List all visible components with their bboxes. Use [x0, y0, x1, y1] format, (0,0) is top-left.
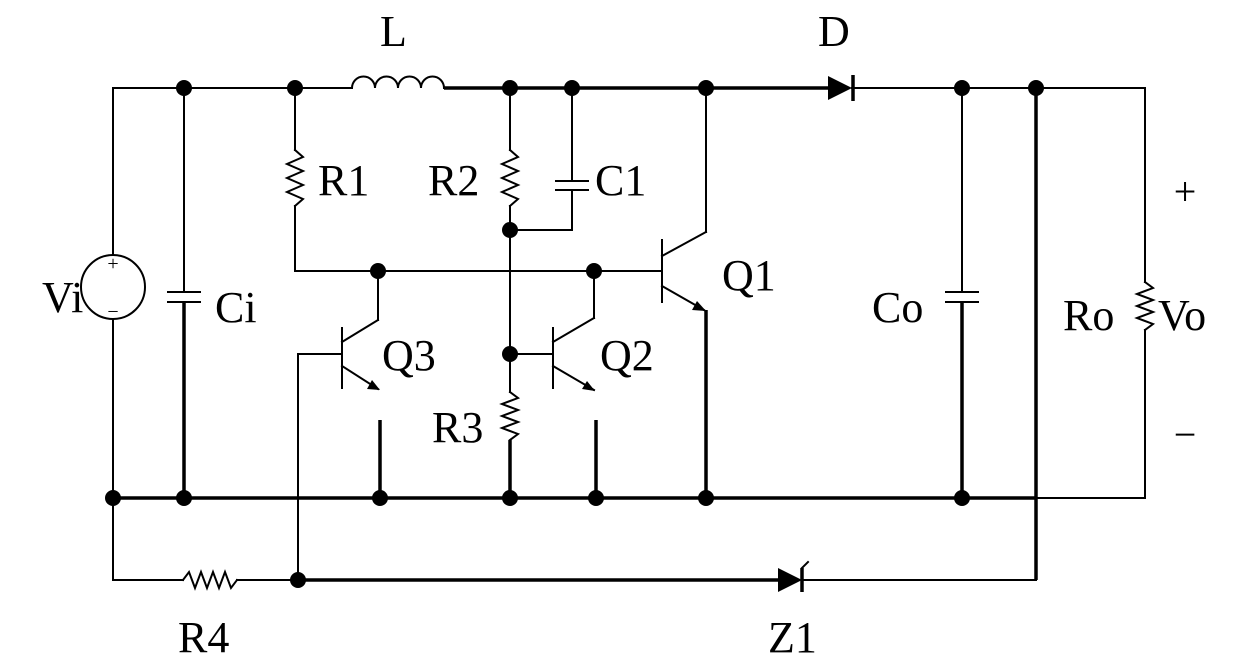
- inductor-l: [352, 77, 444, 89]
- junction-dot: [1028, 80, 1044, 96]
- label-ro: Ro: [1063, 291, 1114, 340]
- input-voltage-source: + −: [81, 88, 145, 580]
- label-r4: R4: [178, 613, 229, 662]
- junction-dot: [176, 80, 192, 96]
- label-vi: Vi: [42, 273, 83, 322]
- junction-dot: [176, 490, 192, 506]
- junction-dot: [954, 490, 970, 506]
- label-vo: Vo: [1158, 291, 1206, 340]
- junction-dot: [502, 490, 518, 506]
- input-capacitor-ci: [168, 88, 200, 498]
- label-c1: C1: [595, 156, 646, 205]
- resistor-r3: [502, 354, 518, 498]
- output-minus-sign: −: [1174, 412, 1197, 457]
- load-resistor-ro: [1137, 88, 1153, 498]
- label-q3: Q3: [382, 331, 436, 380]
- label-q2: Q2: [600, 331, 654, 380]
- output-plus-sign: +: [1174, 169, 1197, 214]
- junction-dot: [588, 490, 604, 506]
- transistor-q1: [662, 88, 706, 498]
- junction-dot: [502, 346, 518, 362]
- junction-dot: [502, 222, 518, 238]
- label-d: D: [818, 7, 850, 56]
- label-ci: Ci: [215, 283, 257, 332]
- zener-z1: [298, 562, 1036, 592]
- transistor-q2: [510, 271, 596, 498]
- source-plus-sign: +: [107, 253, 118, 275]
- junction-dots: [105, 80, 1044, 588]
- output-capacitor-co: [946, 88, 978, 498]
- junction-dot: [698, 80, 714, 96]
- label-r1: R1: [318, 156, 369, 205]
- junction-dot: [105, 490, 121, 506]
- diode-d: [828, 75, 853, 101]
- junction-dot: [502, 80, 518, 96]
- junction-dot: [287, 80, 303, 96]
- label-r2: R2: [428, 156, 479, 205]
- junction-dot: [370, 263, 386, 279]
- label-r3: R3: [432, 403, 483, 452]
- transistor-q3: [298, 271, 380, 580]
- junction-dot: [698, 490, 714, 506]
- junction-dot: [564, 80, 580, 96]
- capacitor-c1: [510, 88, 588, 230]
- resistor-r4: [113, 572, 298, 588]
- label-q1: Q1: [722, 251, 776, 300]
- label-z1: Z1: [768, 613, 817, 662]
- label-co: Co: [872, 283, 923, 332]
- junction-dot: [372, 490, 388, 506]
- label-l: L: [380, 7, 407, 56]
- junction-dot: [290, 572, 306, 588]
- source-minus-sign: −: [107, 301, 118, 323]
- resistor-r2: [502, 88, 518, 354]
- junction-dot: [586, 263, 602, 279]
- junction-dot: [954, 80, 970, 96]
